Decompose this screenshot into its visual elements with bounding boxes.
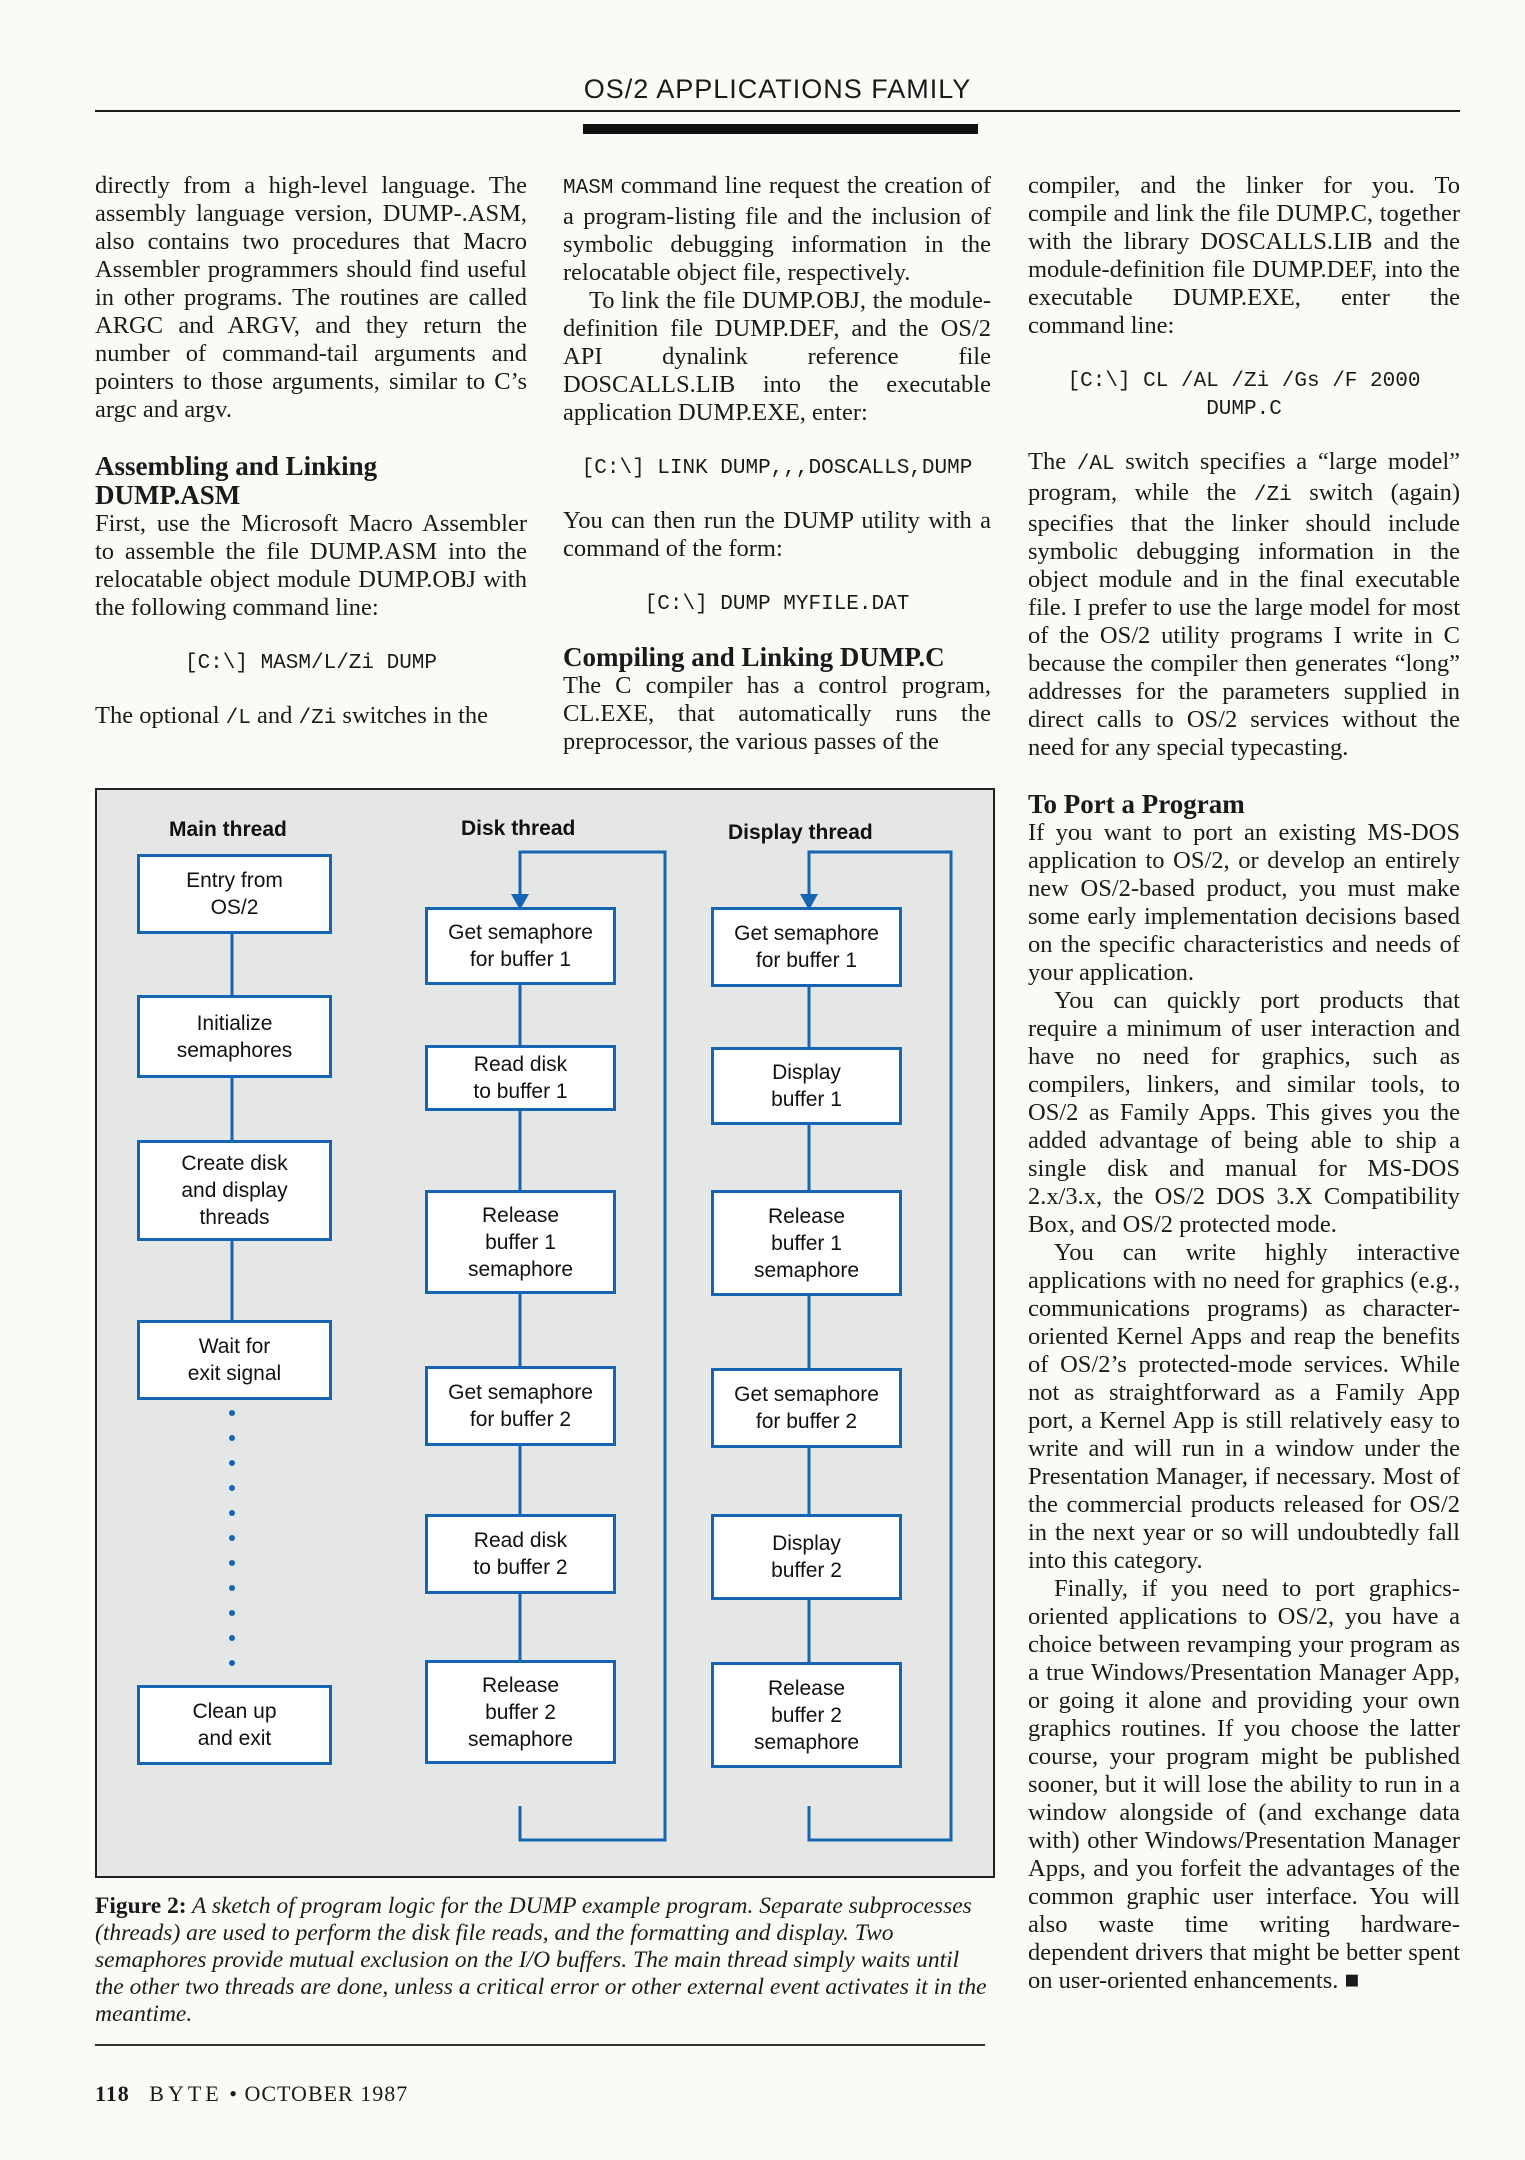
disk-box-get-sem-1: Get semaphore for buffer 1 xyxy=(425,907,616,985)
display-thread-heading: Display thread xyxy=(728,821,873,844)
caption-label: Figure 2: xyxy=(95,1893,187,1919)
wait-dot xyxy=(229,1610,235,1616)
wait-dot xyxy=(229,1510,235,1516)
paragraph: The optional /L and /Zi switches in the xyxy=(95,702,489,730)
paragraph: You can then run the DUMP utility with a… xyxy=(563,507,991,562)
wait-dot xyxy=(229,1535,235,1541)
command-line: [C:\] DUMP MYFILE.DAT xyxy=(644,593,910,616)
disk-box-read-1: Read disk to buffer 1 xyxy=(425,1045,616,1111)
paragraph: Finally, if you need to port graphics-or… xyxy=(1028,1575,1460,1994)
paragraph: MASM command line request the creation o… xyxy=(563,172,991,286)
magazine-name: BYTE xyxy=(149,2081,223,2106)
command-line: [C:\] CL /AL /Zi /Gs /F 2000 xyxy=(1067,370,1421,393)
paragraph: You can quickly port products that requi… xyxy=(1028,987,1460,1238)
flow-connectors xyxy=(230,850,953,1842)
end-mark: ■ xyxy=(1344,1967,1360,1994)
main-box-exit: Clean up and exit xyxy=(137,1685,332,1765)
paragraph: You can write highly interactive applica… xyxy=(1028,1239,1460,1574)
wait-dot xyxy=(229,1435,235,1441)
wait-dot xyxy=(229,1585,235,1591)
issue-date: OCTOBER 1987 xyxy=(244,2081,409,2106)
page-number: 118 xyxy=(95,2081,130,2106)
figure-flowchart: Main thread Disk thread Display thread E… xyxy=(95,788,995,1878)
wait-dot xyxy=(229,1635,235,1641)
heading-assembling: Assembling and Linking DUMP.ASM xyxy=(95,451,378,510)
display-box-release-1: Release buffer 1 semaphore xyxy=(711,1190,902,1296)
column-3: compiler, and the linker for you. To com… xyxy=(1028,172,1460,1995)
display-box-release-2: Release buffer 2 semaphore xyxy=(711,1662,902,1768)
header-bar xyxy=(583,124,978,134)
figure-caption: Figure 2: A sketch of program logic for … xyxy=(95,1893,987,2027)
command-line: [C:\] LINK DUMP,,,DOSCALLS,DUMP xyxy=(581,457,973,480)
display-box-show-1: Display buffer 1 xyxy=(711,1047,902,1125)
header-rule xyxy=(95,110,1460,112)
disk-box-release-1: Release buffer 1 semaphore xyxy=(425,1190,616,1294)
main-box-create: Create disk and display threads xyxy=(137,1140,332,1241)
column-1: directly from a high-level language. The… xyxy=(95,172,527,733)
disk-box-get-sem-2: Get semaphore for buffer 2 xyxy=(425,1366,616,1446)
main-box-entry: Entry from OS/2 xyxy=(137,854,332,934)
display-box-get-sem-1: Get semaphore for buffer 1 xyxy=(711,907,902,987)
paragraph: The C compiler has a control program, CL… xyxy=(563,672,991,755)
main-box-wait: Wait for exit signal xyxy=(137,1320,332,1400)
column-2: MASM command line request the creation o… xyxy=(563,172,991,756)
running-header: OS/2 APPLICATIONS FAMILY xyxy=(95,70,1460,112)
wait-dot xyxy=(229,1560,235,1566)
heading-port: To Port a Program xyxy=(1028,789,1245,819)
wait-dot xyxy=(229,1460,235,1466)
display-box-get-sem-2: Get semaphore for buffer 2 xyxy=(711,1368,902,1448)
command-line: [C:\] MASM/L/Zi DUMP xyxy=(184,652,438,675)
paragraph: If you want to port an existing MS-DOS a… xyxy=(1028,819,1460,986)
page-footer: 118 BYTE • OCTOBER 1987 xyxy=(95,2081,409,2106)
paragraph: compiler, and the linker for you. To com… xyxy=(1028,172,1460,339)
display-box-show-2: Display buffer 2 xyxy=(711,1514,902,1600)
caption-rule xyxy=(95,2044,985,2046)
section-title: OS/2 APPLICATIONS FAMILY xyxy=(583,74,972,104)
paragraph: directly from a high-level language. The… xyxy=(95,172,527,423)
wait-dot xyxy=(229,1410,235,1416)
disk-box-read-2: Read disk to buffer 2 xyxy=(425,1514,616,1594)
disk-thread-heading: Disk thread xyxy=(461,817,576,840)
command-line-cont: DUMP.C xyxy=(1206,398,1282,421)
paragraph: The /AL switch specifies a “large model”… xyxy=(1028,448,1460,761)
heading-compiling: Compiling and Linking DUMP.C xyxy=(563,642,945,672)
main-thread-heading: Main thread xyxy=(169,818,287,841)
disk-box-release-2: Release buffer 2 semaphore xyxy=(425,1660,616,1764)
main-box-init: Initialize semaphores xyxy=(137,995,332,1078)
paragraph: To link the file DUMP.OBJ, the module-de… xyxy=(563,287,991,426)
wait-dot xyxy=(229,1485,235,1491)
paragraph: First, use the Microsoft Macro Assembler… xyxy=(95,510,527,621)
wait-dot xyxy=(229,1660,235,1666)
